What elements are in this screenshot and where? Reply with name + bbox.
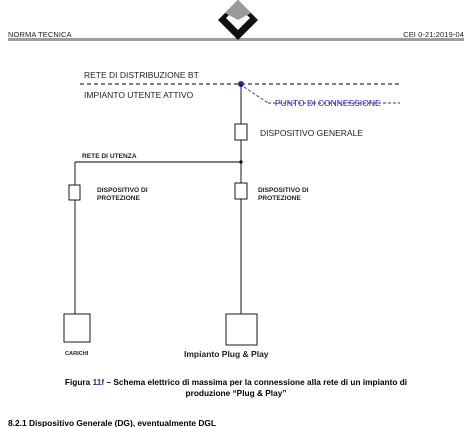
general-device-label: DISPOSITIVO GENERALE bbox=[260, 128, 363, 138]
caption-figure-word: Figura bbox=[64, 377, 93, 387]
section-heading: 8.2.1 Dispositivo Generale (DG), eventua… bbox=[8, 418, 217, 427]
plug-play-label: Impianto Plug & Play bbox=[184, 349, 269, 359]
header-left-text: NORMA TECNICA bbox=[8, 30, 72, 39]
user-network-label: RETE DI UTENZA bbox=[82, 153, 137, 160]
user-plant-label: IMPIANTO UTENTE ATTIVO bbox=[84, 90, 194, 100]
left-protection-device-box bbox=[68, 184, 81, 201]
grid-label: RETE DI DISTRIBUZIONE BT bbox=[84, 70, 199, 80]
caption-line-2: produzione “Plug & Play” bbox=[185, 388, 287, 398]
cei-logo bbox=[218, 0, 258, 40]
loads-label: CARICHI bbox=[65, 351, 89, 357]
caption-line-1: Figura 11f – Schema elettrico di massima… bbox=[30, 377, 442, 388]
plug-play-box bbox=[225, 313, 258, 346]
figure-caption: Figura 11f – Schema elettrico di massima… bbox=[30, 377, 442, 399]
connection-point-label: PUNTO DI CONNESSIONE bbox=[275, 98, 381, 108]
general-device-box bbox=[234, 123, 248, 141]
caption-text-line1: – Schema elettrico di massima per la con… bbox=[104, 377, 408, 387]
connection-point-pointer bbox=[243, 86, 269, 104]
header-rule bbox=[8, 38, 464, 41]
left-protection-label-line2: PROTEZIONE bbox=[97, 195, 140, 202]
right-protection-device-box bbox=[234, 182, 248, 200]
loads-box bbox=[63, 313, 91, 343]
right-protection-label-line2: PROTEZIONE bbox=[258, 195, 301, 202]
left-protection-label-line1: DISPOSITIVO DI bbox=[97, 187, 148, 194]
header-right-text: CEI 0-21:2019-04 bbox=[403, 30, 464, 39]
caption-figure-number: 11f bbox=[92, 377, 105, 387]
right-protection-label-line1: DISPOSITIVO DI bbox=[258, 187, 309, 194]
